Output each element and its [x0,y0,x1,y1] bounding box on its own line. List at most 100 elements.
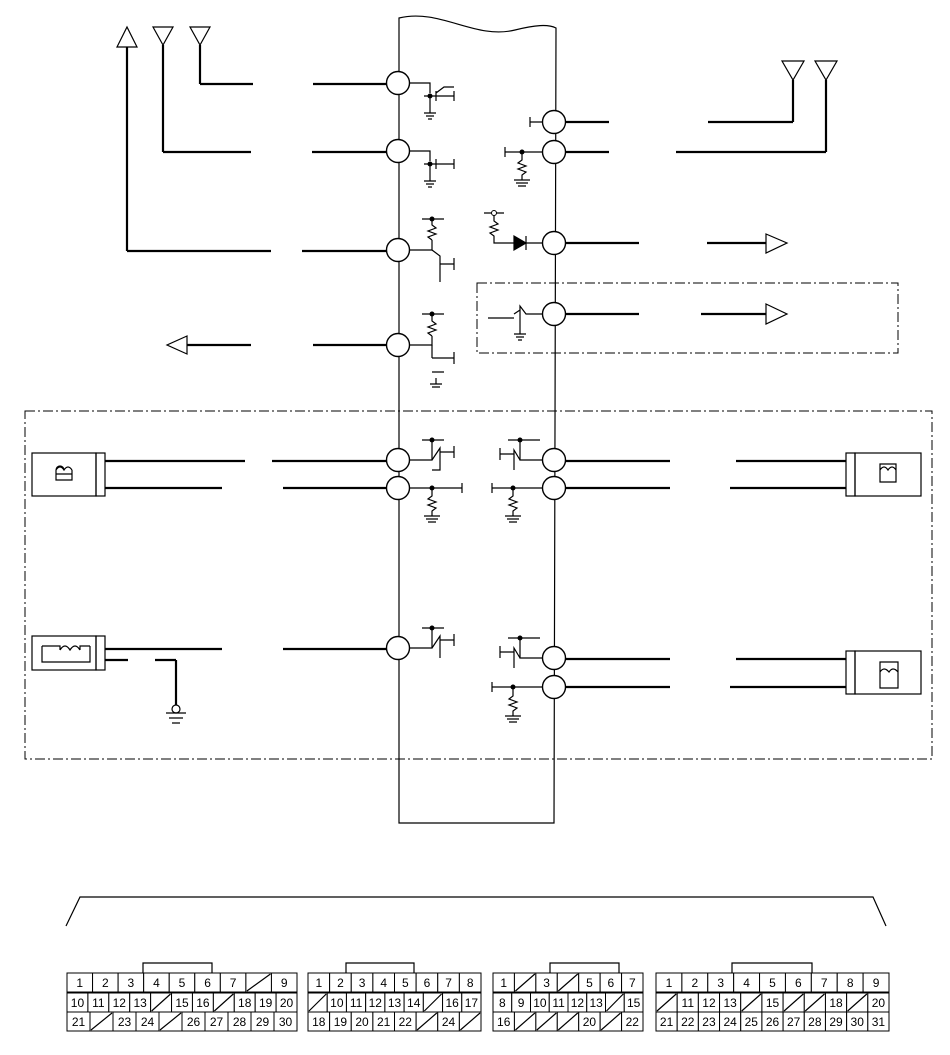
unused-pin-slash [151,993,171,1012]
pin-number: 24 [723,1015,737,1029]
unused-pin-slash [515,1012,536,1031]
pin-number: 16 [445,996,459,1010]
pin-number: 13 [723,996,737,1010]
unused-pin-slash [246,973,271,992]
pin-number: 9 [281,976,288,990]
pin-number: 15 [627,996,641,1010]
unused-pin-slash [557,973,579,992]
pin-number: 20 [355,1015,369,1029]
pin-cell [621,972,644,993]
pin-number: 18 [829,996,843,1010]
pin-number: 9 [518,996,525,1010]
unused-pin-slash [213,993,234,1012]
unused-pin-slash [600,1012,621,1031]
pin-number: 4 [380,976,387,990]
pin-number: 14 [407,996,421,1010]
pin-number: 6 [608,976,615,990]
pin-number: 24 [442,1015,456,1029]
pin-number: 5 [586,976,593,990]
pin-number: 21 [72,1015,86,1029]
pin-number: 23 [118,1015,132,1029]
pin-number: 20 [280,996,294,1010]
pin-number: 30 [279,1015,293,1029]
pin-number: 26 [766,1015,780,1029]
pin-number: 11 [552,996,565,1010]
pin-number: 18 [312,1015,326,1029]
pin-number: 23 [702,1015,716,1029]
pin-number: 21 [660,1015,674,1029]
pin-number: 15 [175,996,189,1010]
pin-number: 4 [153,976,160,990]
pin-number: 7 [230,976,237,990]
junction-dots-right [491,149,525,690]
unused-pin-slash [308,993,327,1012]
pin-number: 12 [369,996,383,1010]
pin-number: 2 [691,976,698,990]
pin-number: 28 [233,1015,247,1029]
unused-pin-slash [606,993,624,1012]
pin-number: 22 [681,1015,695,1029]
control-unit-body [398,15,557,824]
pin-number: 20 [583,1015,597,1029]
unused-pin-slash [557,1012,579,1031]
connector-key-tab [345,962,415,973]
pin-number: 10 [533,996,547,1010]
pin-number: 30 [851,1015,865,1029]
unused-pin-slash [423,993,442,1012]
junction-dots-left [427,93,435,631]
sensor-left-upper [31,452,387,497]
unused-pin-slash [515,973,536,992]
pin-number: 27 [787,1015,801,1029]
pin-number: 6 [795,976,802,990]
unit-terminals [385,70,567,700]
pin-cell [621,1011,644,1032]
pin-cell [862,972,890,993]
pin-number: 12 [702,996,716,1010]
pin-number: 11 [350,996,363,1010]
unused-pin-slash [416,1012,438,1031]
pin-number: 2 [337,976,344,990]
pin-number: 7 [629,976,636,990]
pin-cell [270,972,298,993]
pin-number: 22 [626,1015,640,1029]
pin-number: 29 [256,1015,270,1029]
internal-circuits-right [484,117,543,723]
pin-number: 8 [847,976,854,990]
connector-brace [65,896,887,927]
pin-number: 1 [315,976,322,990]
sensor-left-lower [31,635,387,724]
pin-number: 2 [102,976,109,990]
connector-key-tab [142,962,213,973]
pin-number: 19 [259,996,273,1010]
pin-number: 5 [769,976,776,990]
pin-number: 5 [402,976,409,990]
pin-number: 6 [204,976,211,990]
sensor-right-lower [565,650,922,695]
unused-pin-slash [536,1012,557,1031]
unused-pin-slash [459,1012,481,1031]
pin-number: 12 [113,996,127,1010]
optional-circuit-border [476,282,899,354]
unused-pin-slash [804,993,825,1012]
pin-number: 7 [821,976,828,990]
pin-number: 18 [238,996,252,1010]
pin-number: 10 [330,996,344,1010]
left-wiring [116,25,387,355]
pin-number: 3 [717,976,724,990]
pin-number: 3 [128,976,135,990]
pin-number: 6 [424,976,431,990]
unused-pin-slash [741,993,762,1012]
pin-number: 3 [359,976,366,990]
pin-number: 4 [743,976,750,990]
unused-pin-slash [656,993,677,1012]
pin-number: 13 [134,996,148,1010]
pin-number: 8 [467,976,474,990]
unused-pin-slash [159,1012,182,1031]
sensor-right-upper [565,452,922,497]
unused-pin-slash [847,993,868,1012]
pin-number: 13 [589,996,603,1010]
